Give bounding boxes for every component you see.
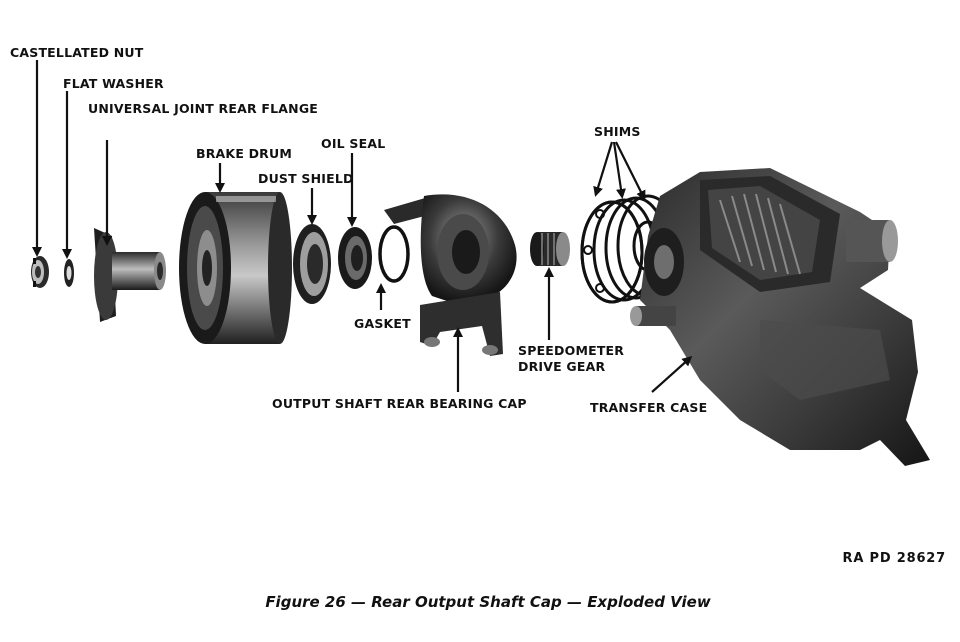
shims-arrow-3 <box>615 141 646 201</box>
figure-caption: Figure 26 — Rear Output Shaft Cap — Expl… <box>265 593 711 611</box>
brake-drum-label: BRAKE DRUM <box>196 146 292 161</box>
dust-shield-label: DUST SHIELD <box>258 171 354 186</box>
gasket-label: GASKET <box>354 316 411 331</box>
brake-drum-part <box>179 192 292 344</box>
speedometer-drive-gear-label-line1: SPEEDOMETER <box>518 343 624 358</box>
gasket-part <box>378 225 410 283</box>
oil-seal-part <box>338 227 372 289</box>
oil-seal-label: OIL SEAL <box>321 136 385 151</box>
castellated-nut-part <box>31 256 49 288</box>
dust-shield-part <box>293 224 331 304</box>
shims-label: SHIMS <box>594 124 641 139</box>
speedometer-drive-gear-part <box>530 232 570 266</box>
output-shaft-rear-bearing-cap-label: OUTPUT SHAFT REAR BEARING CAP <box>272 396 527 411</box>
plate-code: RA PD 28627 <box>843 551 946 566</box>
speedometer-drive-gear-label-line2: DRIVE GEAR <box>518 359 605 374</box>
transfer-case-label: TRANSFER CASE <box>590 400 707 415</box>
flat-washer-part <box>64 259 74 287</box>
transfer-case-part <box>630 168 930 466</box>
castellated-nut-label: CASTELLATED NUT <box>10 45 144 60</box>
output-shaft-rear-bearing-cap-part <box>384 194 517 356</box>
flat-washer-label: FLAT WASHER <box>63 76 164 91</box>
universal-joint-rear-flange-part <box>94 228 166 322</box>
universal-joint-rear-flange-label: UNIVERSAL JOINT REAR FLANGE <box>88 101 318 116</box>
transfer-case-arrow <box>651 355 693 393</box>
shims-arrow-1 <box>593 141 614 197</box>
shims-arrow-2 <box>612 141 626 199</box>
